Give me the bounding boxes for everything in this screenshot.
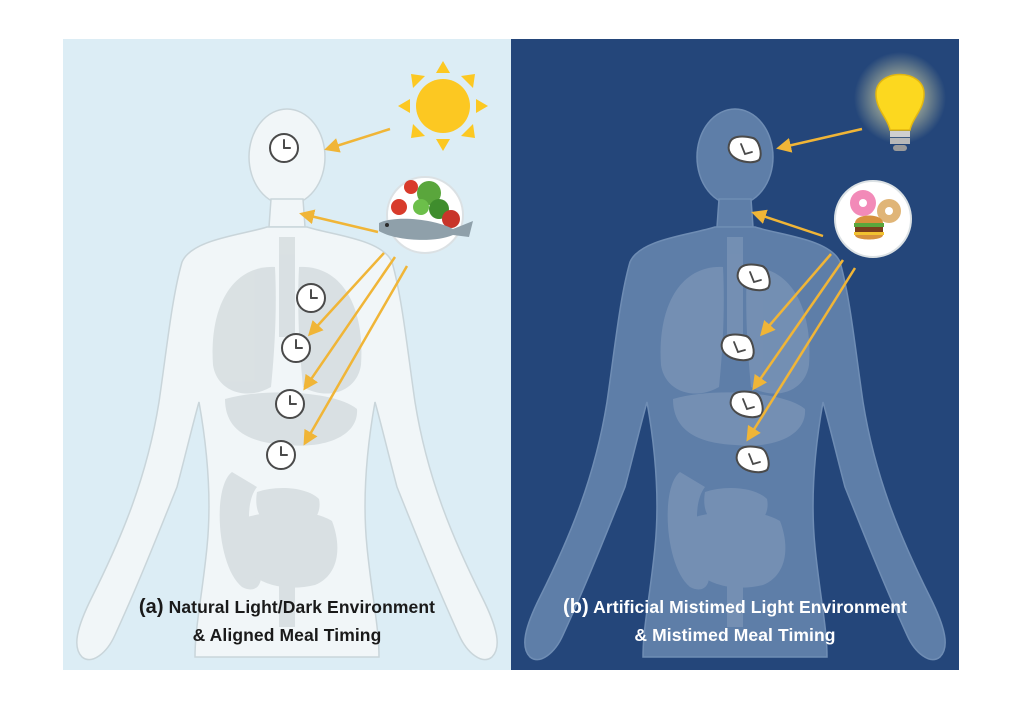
panel-b-label: (b) <box>562 596 589 618</box>
panel-b-title-line2: & Mistimed Meal Timing <box>634 625 836 645</box>
panel-a-label: (a) <box>138 596 164 618</box>
panel-b-title-line1: Artificial Mistimed Light Environment <box>593 597 908 617</box>
panel-a <box>63 39 511 670</box>
sun-icon <box>398 61 488 151</box>
healthy-meal-plate-icon <box>379 176 473 254</box>
panel-b-caption: (b) Artificial Mistimed Light Environmen… <box>511 593 959 649</box>
panel-a-title-line1: Natural Light/Dark Environment <box>168 597 436 617</box>
panel-a-caption: (a) Natural Light/Dark Environment & Ali… <box>63 593 511 649</box>
fast-food-plate-icon <box>834 180 912 258</box>
panel-a-title-line2: & Aligned Meal Timing <box>192 625 382 645</box>
signal-arrows-a <box>299 127 409 446</box>
panel-b <box>511 39 959 670</box>
light-bulb-icon <box>854 52 946 151</box>
signal-arrows-b <box>746 127 863 442</box>
